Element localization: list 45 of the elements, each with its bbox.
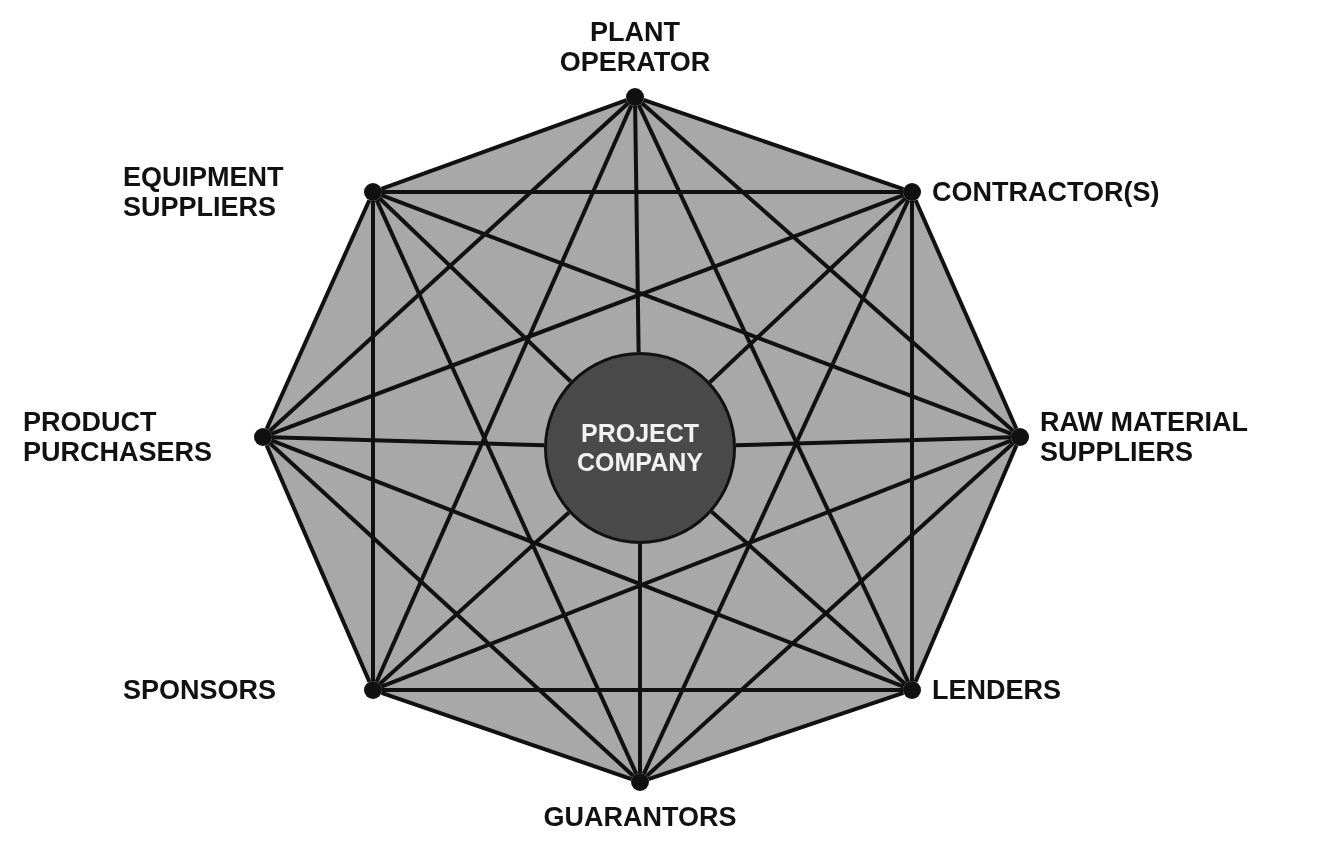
connector-line: [642, 98, 905, 191]
connector-line: [264, 199, 372, 430]
connector-line: [380, 691, 633, 781]
connector-line: [913, 199, 1019, 430]
connector-line: [374, 104, 634, 683]
connector-line: [374, 199, 639, 775]
party-label: RAW MATERIAL SUPPLIERS: [1040, 407, 1249, 467]
vertex-dot: [364, 681, 382, 699]
connector-line: [645, 441, 1015, 778]
connector-line: [637, 104, 910, 683]
vertex-dot: [631, 773, 649, 791]
connector-line: [264, 444, 372, 683]
connector-line: [380, 193, 1013, 436]
vertex-dot: [903, 681, 921, 699]
vertex-dot: [1011, 428, 1029, 446]
party-label: CONTRACTOR(S): [932, 177, 1161, 207]
vertex-dot: [626, 88, 644, 106]
connector-line: [380, 98, 628, 191]
connector-line: [647, 691, 905, 781]
party-label: PRODUCT PURCHASERS: [23, 407, 214, 467]
connector-line: [913, 444, 1019, 683]
connector-line: [268, 441, 635, 778]
party-label: SPONSORS: [123, 675, 278, 705]
connector-line: [380, 438, 1013, 689]
vertex-dot: [903, 183, 921, 201]
connector-line: [640, 101, 1015, 433]
connector-line: [268, 101, 630, 433]
vertex-dot: [364, 183, 382, 201]
party-label: EQUIPMENT SUPPLIERS: [123, 162, 285, 222]
connector-line: [270, 193, 905, 436]
connector-line: [641, 199, 911, 775]
connector-line: [270, 438, 905, 689]
connector-line: [382, 688, 903, 692]
party-label: GUARANTORS: [542, 802, 738, 832]
connector-line: [633, 105, 641, 353]
connector-line: [382, 190, 903, 194]
connector-line: [708, 196, 907, 384]
connector-line: [735, 435, 1012, 448]
connector-line: [371, 201, 375, 681]
party-label: LENDERS: [932, 675, 1062, 705]
connector-line: [271, 435, 545, 448]
party-label: PLANT OPERATOR: [558, 17, 712, 77]
connector-line: [910, 201, 914, 681]
vertex-dot: [254, 428, 272, 446]
connector-line: [638, 544, 642, 773]
